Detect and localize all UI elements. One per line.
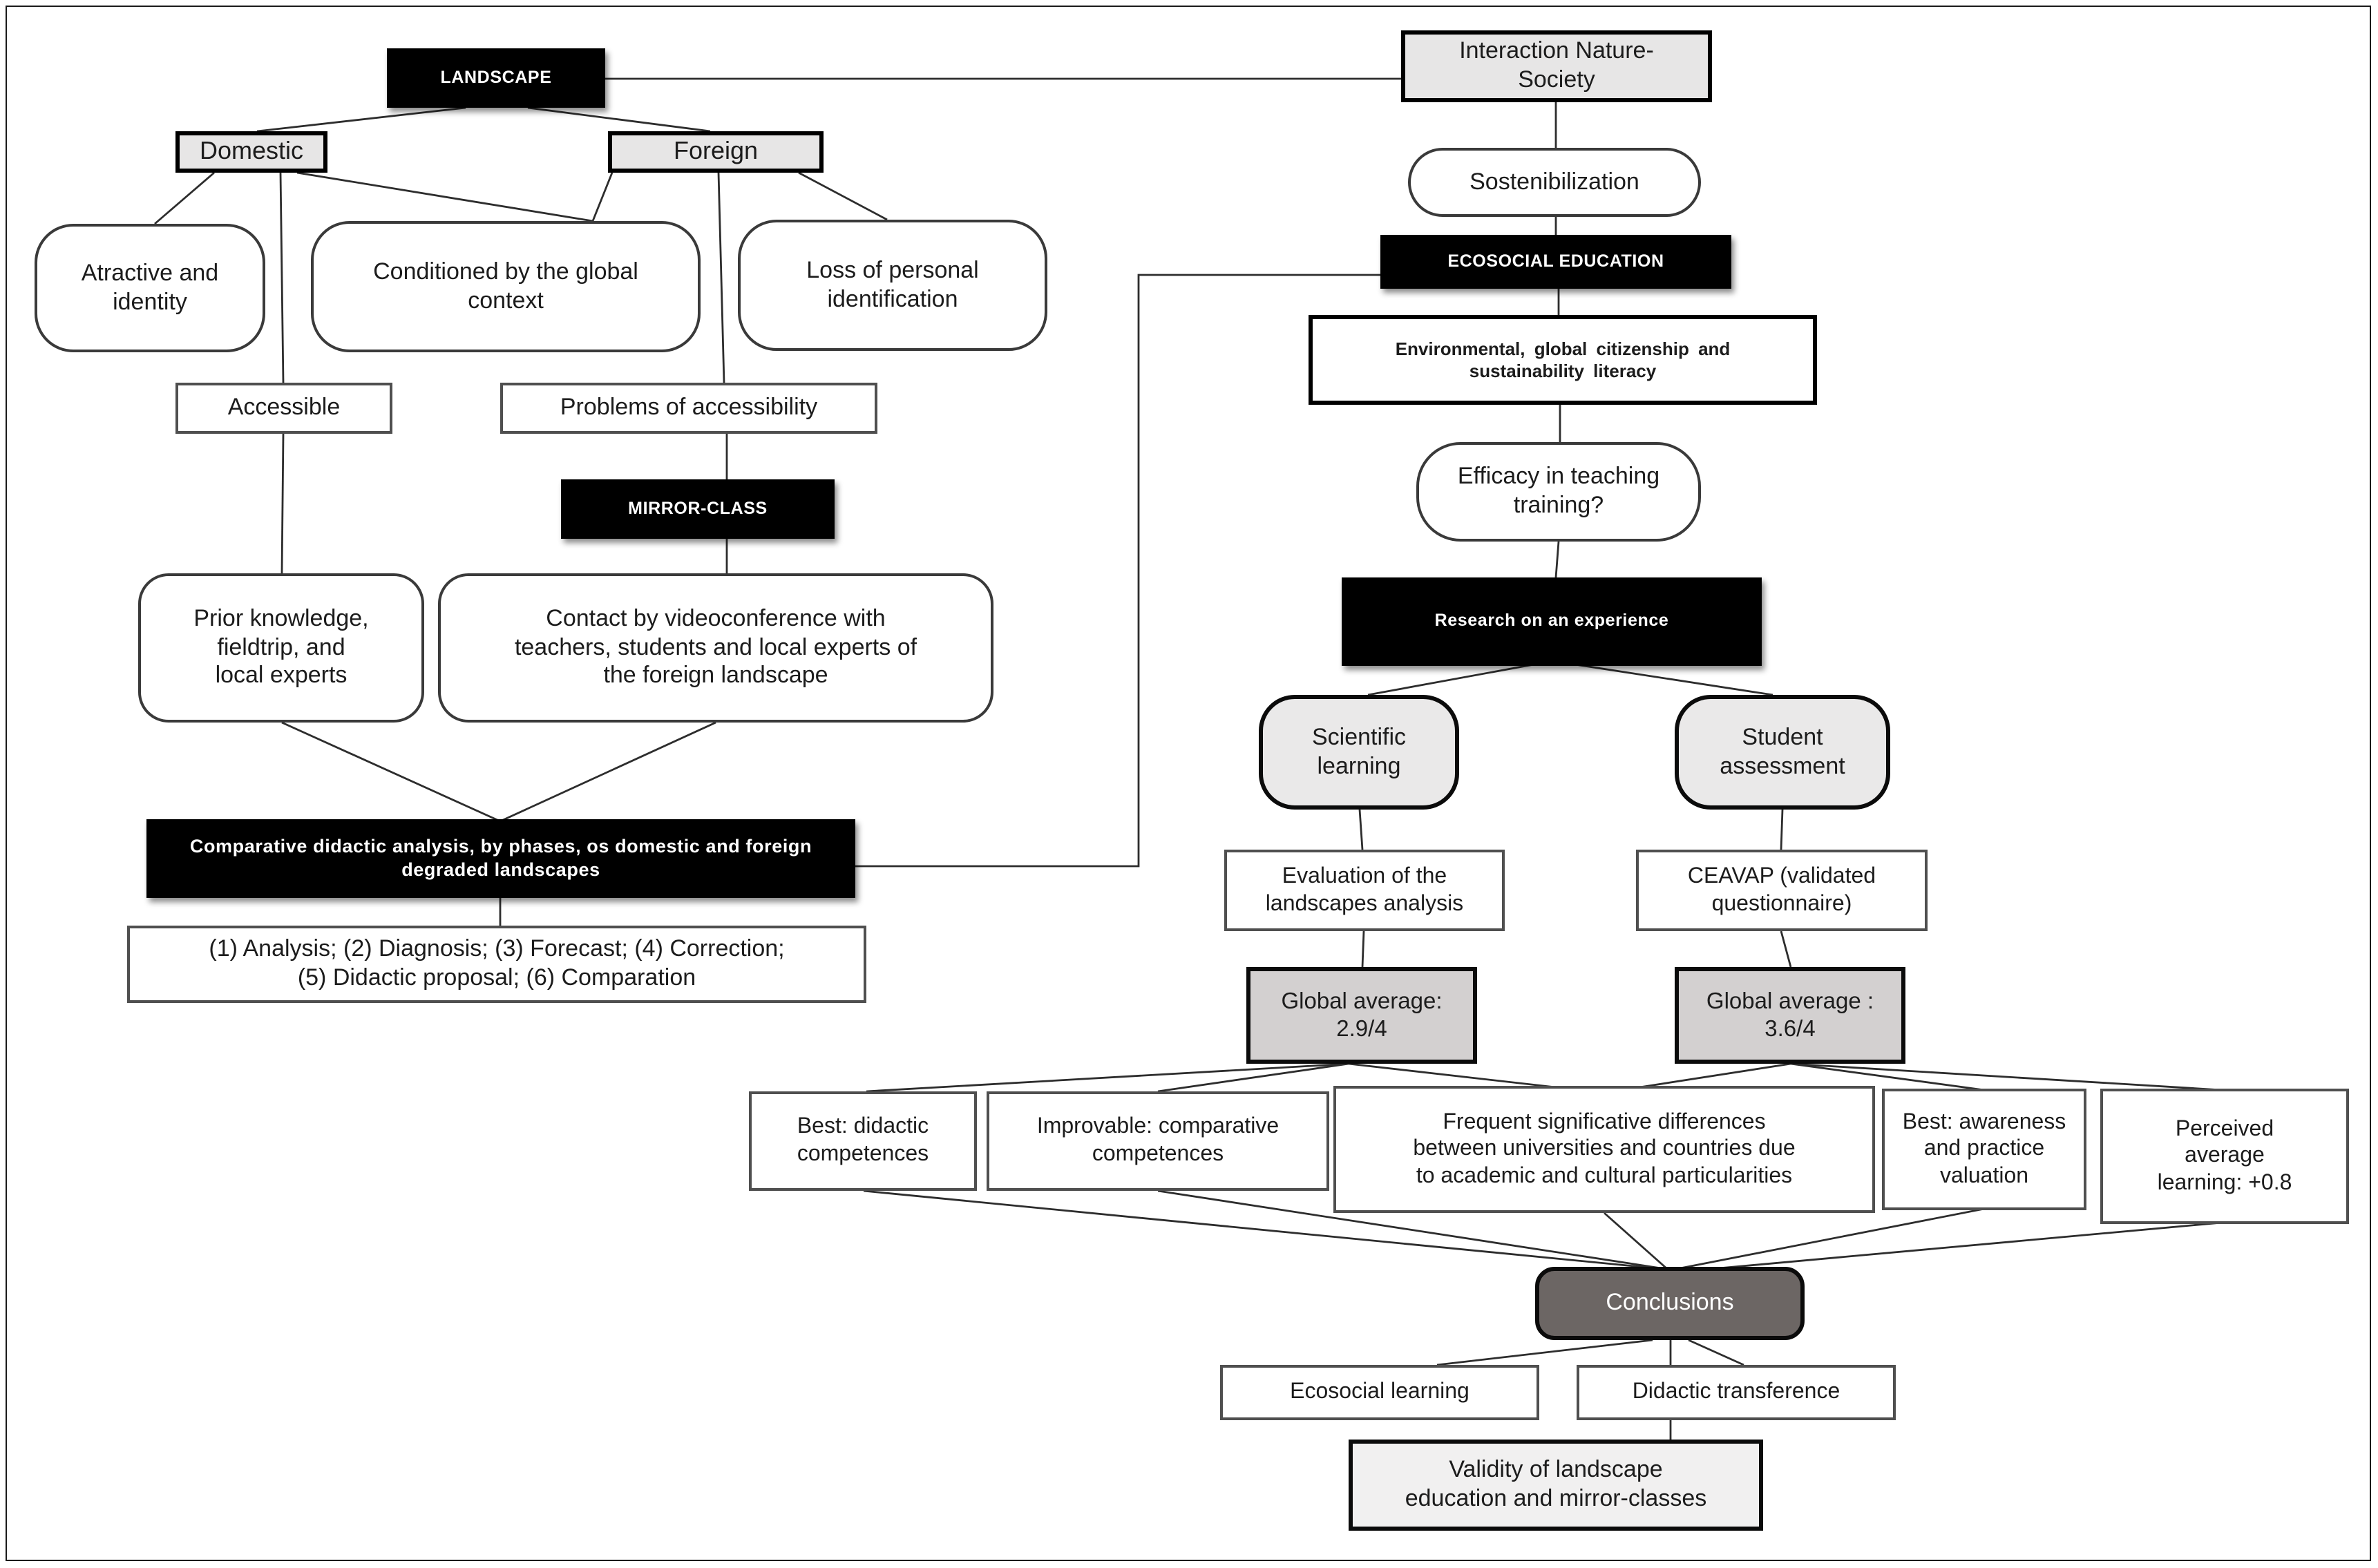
node-loss-identification: Loss of personal identification [738,220,1047,351]
node-foreign: Foreign [608,131,824,173]
node-global-average-36: Global average : 3.6/4 [1675,967,1905,1064]
node-problems-accessibility: Problems of accessibility [500,383,877,434]
node-student-assessment: Student assessment [1675,695,1890,810]
node-ceavap-questionnaire: CEAVAP (validated questionnaire) [1636,850,1928,931]
node-accessible: Accessible [175,383,392,434]
node-mirror-class: MIRROR-CLASS [561,479,835,539]
node-scientific-learning: Scientific learning [1259,695,1459,810]
node-evaluation-landscapes: Evaluation of the landscapes analysis [1224,850,1505,931]
node-best-didactic: Best: didactic competences [749,1091,977,1191]
node-efficacy-question: Efficacy in teaching training? [1416,442,1701,542]
node-domestic: Domestic [175,131,327,173]
node-validity-landscape-education: Validity of landscape education and mirr… [1349,1440,1763,1531]
node-frequent-differences: Frequent significative differences betwe… [1333,1086,1875,1213]
node-perceived-learning: Perceived average learning: +0.8 [2100,1089,2349,1224]
node-sostenibilization: Sostenibilization [1408,148,1701,217]
node-environmental-literacy: Environmental, global citizenship and su… [1309,315,1817,405]
node-ecosocial-education: ECOSOCIAL EDUCATION [1380,235,1731,289]
node-research-experience: Research on an experience [1342,577,1762,666]
node-analysis-phases: (1) Analysis; (2) Diagnosis; (3) Forecas… [127,926,866,1003]
node-atractive-identity: Atractive and identity [35,224,265,352]
node-best-awareness: Best: awareness and practice valuation [1882,1089,2086,1210]
node-interaction-nature-society: Interaction Nature- Society [1401,30,1712,102]
node-conditioned-global-context: Conditioned by the global context [311,221,701,352]
node-comparative-analysis: Comparative didactic analysis, by phases… [146,819,855,898]
node-conclusions: Conclusions [1535,1267,1805,1340]
node-didactic-transference: Didactic transference [1577,1365,1896,1420]
node-prior-knowledge: Prior knowledge, fieldtrip, and local ex… [138,573,424,723]
node-contact-videoconference: Contact by videoconference with teachers… [438,573,993,723]
node-global-average-29: Global average: 2.9/4 [1246,967,1477,1064]
node-improvable-comparative: Improvable: comparative competences [987,1091,1329,1191]
node-landscape: LANDSCAPE [387,48,605,108]
node-ecosocial-learning: Ecosocial learning [1220,1365,1539,1420]
